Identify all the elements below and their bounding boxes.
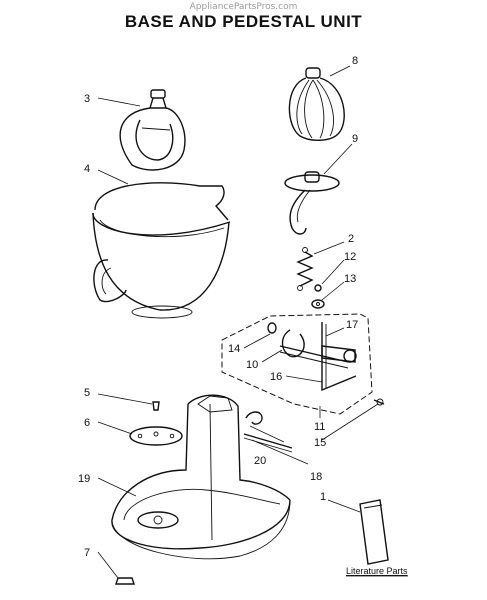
- mixing-bowl-part[interactable]: [92, 182, 231, 319]
- assembly-outline: [221, 313, 373, 415]
- callout-4: 4: [84, 163, 90, 175]
- washer-part[interactable]: [311, 299, 325, 309]
- literature-parts-label: Literature Parts: [346, 566, 408, 576]
- screw-part-12[interactable]: [314, 284, 322, 292]
- callout-19: 19: [78, 473, 90, 485]
- clip-part[interactable]: [245, 411, 263, 425]
- callout-7: 7: [84, 547, 90, 559]
- callout-8: 8: [352, 55, 358, 67]
- callout-3: 3: [84, 93, 90, 105]
- clamping-plate-part[interactable]: [129, 426, 183, 446]
- callout-14: 14: [228, 343, 240, 355]
- dough-hook-part[interactable]: [284, 171, 340, 235]
- literature-part[interactable]: [359, 499, 389, 565]
- spring-part[interactable]: [296, 247, 314, 291]
- callout-9: 9: [352, 133, 358, 145]
- diagram-title: BASE AND PEDESTAL UNIT: [124, 12, 363, 31]
- callout-5: 5: [84, 387, 90, 399]
- callout-18: 18: [310, 471, 322, 483]
- callout-13: 13: [344, 273, 356, 285]
- callout-17: 17: [346, 319, 358, 331]
- wire-whip-part[interactable]: [288, 67, 345, 141]
- callout-15: 15: [314, 437, 326, 449]
- leader-lines: [97, 65, 379, 579]
- callout-2: 2: [348, 233, 354, 245]
- foot-part[interactable]: [115, 577, 135, 585]
- screw-part-5[interactable]: [152, 401, 160, 411]
- callout-6: 6: [84, 417, 90, 429]
- callout-20: 20: [254, 455, 266, 467]
- callout-11: 11: [314, 421, 325, 433]
- hinge-pin-part[interactable]: [373, 398, 385, 406]
- callout-1: 1: [320, 491, 326, 503]
- pedestal-base-part[interactable]: [111, 394, 291, 560]
- rod-part[interactable]: [243, 433, 293, 453]
- hinge-assembly-part[interactable]: [267, 322, 357, 392]
- flat-beater-part[interactable]: [119, 89, 186, 171]
- watermark: AppliancePartsPros.com: [189, 2, 298, 12]
- callout-12: 12: [344, 251, 356, 263]
- callout-10: 10: [246, 359, 258, 371]
- callout-16: 16: [270, 371, 282, 383]
